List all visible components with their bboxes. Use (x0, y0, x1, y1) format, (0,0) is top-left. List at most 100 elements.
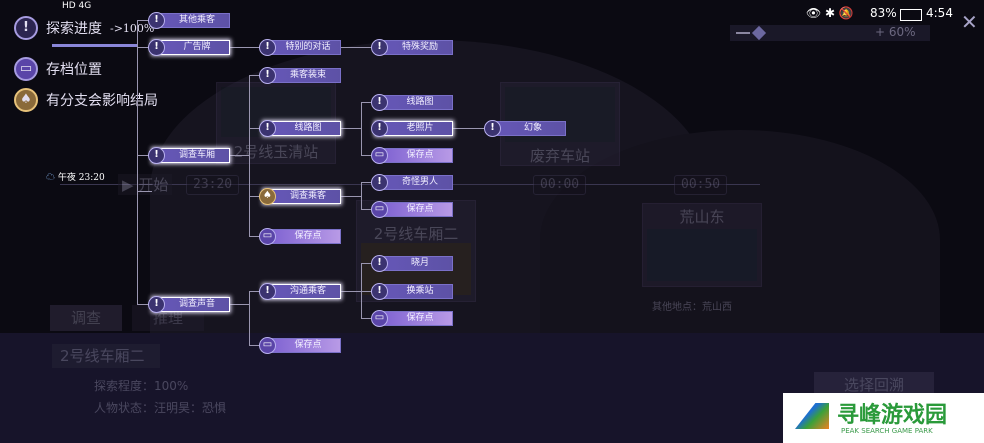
time-marker: 23:20 (186, 175, 240, 195)
save-folder-icon: ▭ (259, 228, 276, 245)
exclamation-icon: ! (371, 120, 388, 137)
exclamation-icon: ! (371, 39, 388, 56)
exclamation-icon: ! (259, 120, 276, 137)
exclamation-icon: ! (371, 94, 388, 111)
exclamation-icon: ! (484, 120, 501, 137)
other-location-label: 其他地点：荒山西 (652, 302, 732, 313)
exclamation-icon: ! (148, 296, 165, 313)
connector-line (361, 102, 375, 103)
story-node[interactable]: !奇怪男人 (371, 174, 453, 191)
legend-label: 探索进度 (46, 21, 102, 37)
zoom-out-icon[interactable] (736, 32, 750, 34)
connector-line (249, 196, 263, 197)
save-folder-icon: ▭ (14, 57, 38, 81)
story-node[interactable]: ▭ 保存点 (371, 147, 453, 164)
story-node[interactable]: ▭保存点 (259, 228, 341, 245)
legend-progress: ! 探索进度 ->100% (14, 16, 154, 40)
exclamation-icon: ! (259, 39, 276, 56)
node-label: 保存点 (406, 150, 434, 160)
story-node[interactable]: ▭保存点 (371, 201, 453, 218)
node-label: 调查车厢 (178, 150, 215, 160)
exclamation-icon: ! (371, 255, 388, 272)
connector-line (228, 304, 249, 305)
story-node[interactable]: ! 广告牌 (148, 39, 230, 56)
exclamation-icon: ! (259, 283, 276, 300)
story-node[interactable]: !老照片 (371, 120, 453, 137)
watermark-subtitle: PEAK SEARCH GAME PARK (841, 427, 933, 435)
connector-line (137, 47, 152, 48)
tab-investigate[interactable]: 调查 (50, 305, 122, 331)
node-label: 换乘站 (406, 286, 434, 296)
node-label: 特别的对话 (285, 42, 331, 52)
story-node[interactable]: ! 其他乘客 (148, 12, 230, 29)
exclamation-icon: ! (148, 12, 165, 29)
location-name: 荒山东 (679, 208, 725, 226)
node-label: 保存点 (406, 204, 434, 214)
location-card[interactable]: 荒山东 (642, 203, 762, 287)
story-node[interactable]: ! 线路图 (371, 94, 453, 111)
connector-line (452, 128, 488, 129)
time-marker: 00:00 (533, 175, 587, 195)
zoom-value: + 60% (875, 25, 916, 39)
node-label: 其他乘客 (178, 15, 215, 25)
legend-branch: ♠ 有分支会影响结局 (14, 88, 158, 112)
story-node[interactable]: ! 换乘站 (371, 283, 453, 300)
connector-line (361, 102, 362, 155)
story-node[interactable]: !幻象 (484, 120, 566, 137)
logo-mark-icon (795, 403, 829, 429)
zoom-slider[interactable]: + 60% (730, 25, 930, 41)
node-label: 特殊奖励 (401, 42, 438, 52)
connector-line (137, 191, 152, 192)
node-label: 保存点 (294, 340, 322, 350)
start-button[interactable]: ▶ 开始 (118, 174, 173, 195)
story-node[interactable]: ! 特殊奖励 (371, 39, 453, 56)
story-node[interactable]: ! 特别的对话 (259, 39, 341, 56)
story-node[interactable]: !线路图 (259, 120, 341, 137)
start-time-value: 23:20 (78, 173, 105, 183)
connector-line (137, 155, 152, 156)
zoom-slider-handle[interactable] (751, 25, 767, 41)
node-label: 保存点 (406, 313, 434, 323)
connector-line (340, 128, 361, 129)
connector-line (137, 20, 138, 304)
save-folder-icon: ▭ (371, 147, 388, 164)
location-name: 2号线车厢二 (373, 225, 459, 243)
connector-line (230, 155, 249, 156)
character-status: 人物状态：汪明昊：恐惧 (94, 401, 227, 415)
branch-ending-icon: ♠ (259, 188, 276, 205)
close-button[interactable]: ✕ (961, 10, 978, 34)
save-folder-icon: ▭ (259, 337, 276, 354)
exclamation-icon: ! (371, 174, 388, 191)
exclamation-icon: ! (148, 39, 165, 56)
save-folder-icon: ▭ (371, 310, 388, 327)
connector-line (361, 182, 362, 209)
connector-line (137, 20, 152, 21)
node-label: 广告牌 (183, 42, 211, 52)
story-node[interactable]: !晓月 (371, 255, 453, 272)
connector-line (340, 47, 375, 48)
connector-line (361, 182, 375, 183)
connector-line (249, 345, 263, 346)
node-label: 线路图 (406, 97, 434, 107)
node-label: 乘客装束 (289, 70, 326, 80)
story-node[interactable]: !沟通乘客 (259, 283, 341, 300)
connector-line (249, 291, 263, 292)
connector-line (361, 263, 375, 264)
story-node[interactable]: !调查声音 (148, 296, 230, 313)
story-node[interactable]: !调查车厢 (148, 147, 230, 164)
legend-label: 存档位置 (46, 62, 102, 78)
story-node[interactable]: ♠ 调查乘客 (259, 188, 341, 205)
battery-percent: 83% (870, 6, 897, 20)
status-icons: 👁 ✱ 🔕 (806, 6, 854, 20)
clock: 4:54 (926, 6, 953, 20)
start-time: ☁ 午夜 23:20 (46, 170, 105, 183)
connector-line (361, 263, 362, 318)
node-label: 调查乘客 (289, 191, 326, 201)
story-node[interactable]: ▭ 保存点 (259, 337, 341, 354)
story-node[interactable]: ▭ 保存点 (371, 310, 453, 327)
story-node[interactable]: !乘客装束 (259, 67, 341, 84)
current-location: 2号线车厢二 (52, 344, 160, 368)
exclamation-icon: ! (371, 283, 388, 300)
legend-value: ->100% (110, 21, 155, 35)
